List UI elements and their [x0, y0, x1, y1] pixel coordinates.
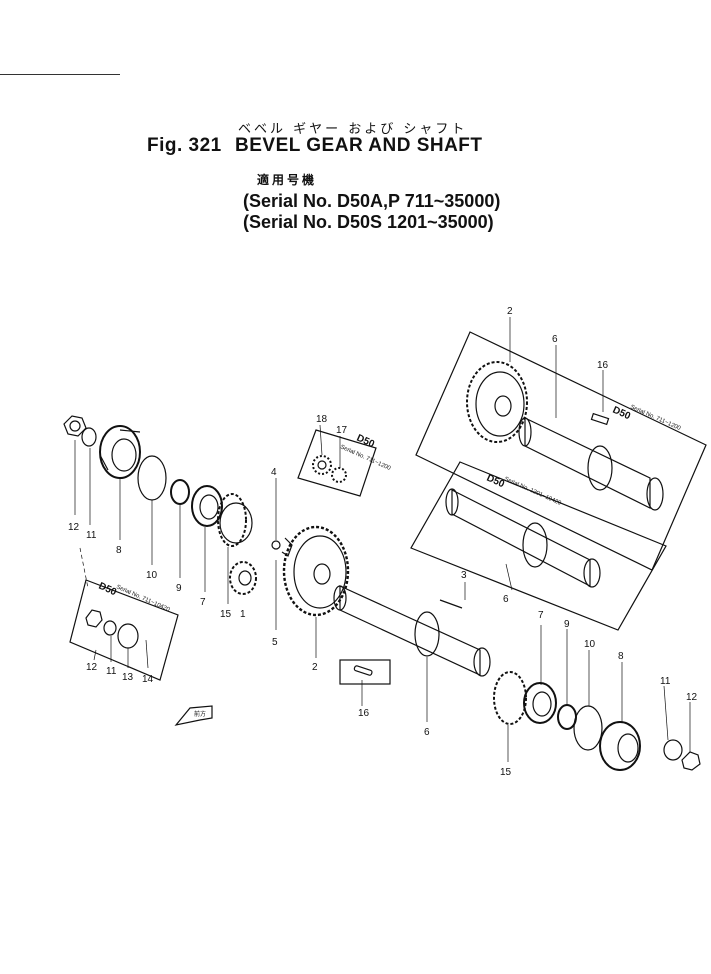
callout-3: 3 [461, 570, 467, 581]
callout-12b: 12 [686, 692, 698, 703]
variant-box-left [69, 579, 179, 681]
callout-5: 5 [272, 637, 278, 648]
callout-2b: 2 [507, 306, 513, 317]
callout-labels: 12 11 8 10 9 7 15 1 4 5 2 3 6 16 15 7 9 … [68, 306, 698, 778]
callout-9b: 9 [564, 619, 570, 630]
serial-block: 適用号機 (Serial No. D50A,P 711~35000) (Seri… [243, 170, 500, 233]
key-16 [353, 665, 373, 676]
callout-6: 6 [424, 727, 430, 738]
callout-11c: 11 [106, 666, 117, 677]
callout-16b: 16 [597, 360, 609, 371]
callout-6c: 6 [503, 594, 509, 605]
variant-box-mid-right [410, 461, 667, 631]
sprocket-parts [312, 455, 347, 483]
leader-lines [74, 317, 691, 762]
note-left-serial: Serial No. 711~10420 [115, 584, 171, 613]
cage-8 [99, 425, 141, 479]
nut-12c [85, 609, 103, 628]
variant-box-top-right [415, 331, 707, 571]
variant-box-small [297, 429, 377, 497]
cage-8b [599, 721, 641, 771]
key-top [590, 412, 610, 426]
callout-8b: 8 [618, 651, 624, 662]
figure-number: Fig. 321 [147, 135, 222, 156]
shim-15 [217, 493, 247, 547]
callout-10: 10 [146, 570, 158, 581]
key-box-16 [339, 659, 391, 685]
applicability-jp: 適用号機 [257, 173, 318, 187]
seal-9b [557, 704, 577, 730]
note-top-model: D50 [611, 405, 633, 423]
pinion-1 [229, 561, 257, 595]
plate-13 [117, 623, 139, 649]
callout-12c: 12 [86, 662, 98, 673]
shim-15b [493, 671, 527, 725]
callout-10b: 10 [584, 639, 596, 650]
bevel-gear-variant-top [466, 361, 528, 443]
seal-9 [170, 479, 190, 505]
shaft-variant-mid [445, 488, 601, 588]
bolt-4 [271, 540, 281, 550]
callout-18: 18 [316, 414, 328, 425]
callout-8: 8 [116, 545, 122, 556]
title-japanese: ベベル ギヤー および シャフト [238, 122, 468, 137]
callout-11b: 11 [660, 676, 671, 687]
callout-4: 4 [271, 467, 277, 478]
bearing-7b [523, 682, 557, 724]
nut-12b [681, 751, 701, 771]
callout-14: 14 [142, 674, 154, 685]
serial-line-2: (Serial No. D50S 1201~35000) [243, 212, 494, 232]
nut-12 [63, 415, 87, 437]
note-small-serial: Serial No. 711~1200 [339, 444, 392, 472]
callout-7: 7 [200, 597, 206, 608]
figure-title: BEVEL GEAR AND SHAFT [235, 135, 483, 156]
callout-11: 11 [86, 530, 97, 541]
callout-15b: 15 [500, 767, 512, 778]
note-top-serial: Serial No. 711~1200 [629, 404, 682, 432]
washer-11 [81, 427, 97, 447]
oring-10 [137, 455, 167, 501]
bevel-gear-2 [282, 525, 350, 617]
variant-notes: D50 Serial No. 711~1200 D50 Serial No. 1… [97, 404, 682, 613]
callout-12: 12 [68, 522, 80, 533]
callout-9: 9 [176, 583, 182, 594]
callout-1: 1 [240, 609, 246, 620]
callout-17: 17 [336, 425, 348, 436]
lock-5 [281, 537, 293, 557]
bearing-7 [191, 485, 223, 527]
front-arrow: 前方 [174, 705, 213, 726]
oring-10b [573, 705, 603, 751]
note-mid-serial: Serial No. 1201~10420 [503, 476, 562, 507]
bolt-3 [439, 599, 463, 609]
serial-1-text: Serial No. D50A,P 711~35000 [249, 191, 495, 211]
front-arrow-label: 前方 [194, 710, 206, 718]
shaft-6 [333, 585, 491, 677]
washer-11b [663, 739, 683, 761]
callout-13: 13 [122, 672, 134, 683]
callout-16: 16 [358, 708, 370, 719]
washer-11c [103, 620, 117, 636]
header-rule [0, 74, 120, 75]
callout-7b: 7 [538, 610, 544, 621]
shim-ring [219, 502, 253, 544]
shaft-variant-top [518, 412, 664, 511]
callout-6b: 6 [552, 334, 558, 345]
callout-2: 2 [312, 662, 318, 673]
callout-15: 15 [220, 609, 232, 620]
serial-line-1: (Serial No. D50A,P 711~35000) [243, 191, 501, 211]
